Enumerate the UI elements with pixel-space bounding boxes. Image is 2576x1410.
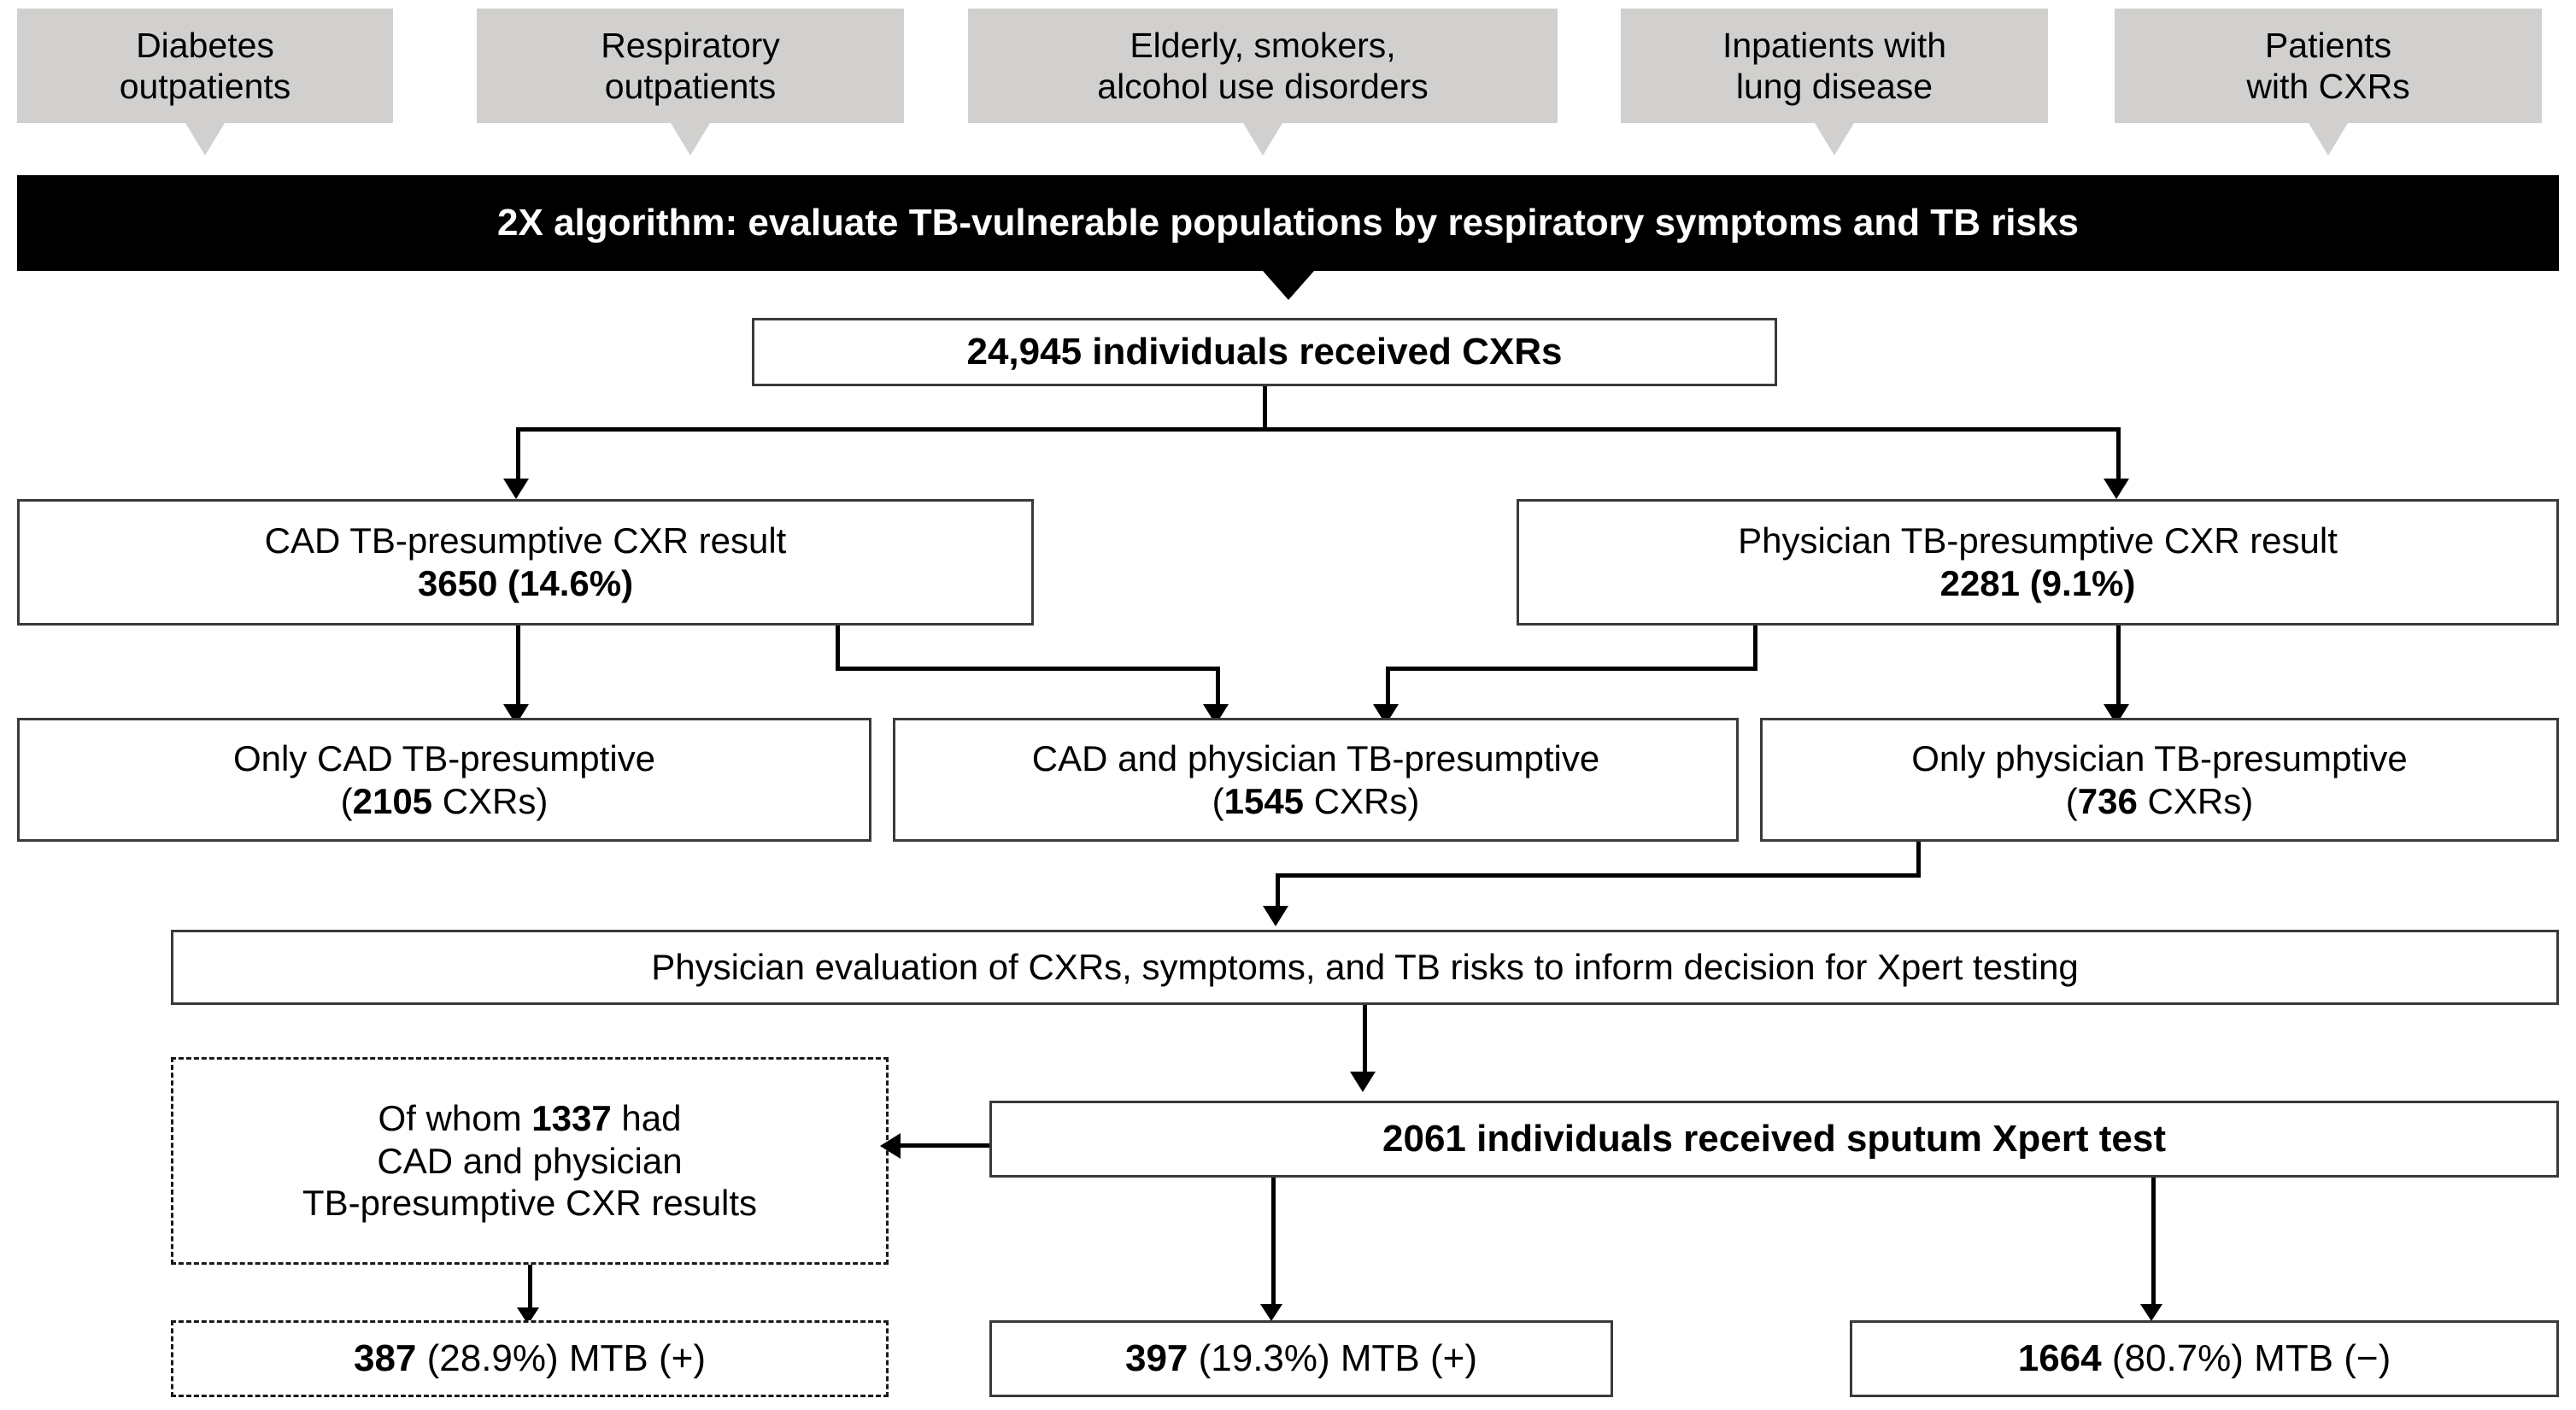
physician-to-only-physician-line [2116, 626, 2121, 708]
cxr-to-cad-arrow-icon [503, 479, 529, 499]
outcome-box-mtb-pos-subset: 387 (28.9%) MTB (+) [171, 1320, 889, 1397]
outcome-rest: (80.7%) MTB (−) [2101, 1337, 2391, 1380]
source-tab-inpatients [1815, 123, 1854, 156]
cad-and-physician-count-line: (1545 CXRs) [1212, 780, 1420, 823]
source-box-diabetes: Diabetes outpatients [17, 9, 393, 123]
physician-result-value: 2281 (9.1%) [1939, 563, 2136, 603]
source-box-line1: Respiratory [601, 25, 780, 65]
xpert-total-text: 2061 individuals received sputum Xpert t… [1382, 1118, 2166, 1160]
subset-dashed-box: Of whom 1337 had CAD and physician TB-pr… [171, 1057, 889, 1265]
overlap-to-evaluation-stem [1916, 842, 1921, 876]
cxr-split-stem [1263, 386, 1267, 429]
cad-and-physician-count: 1545 [1223, 780, 1305, 821]
cxr-split-bar [516, 427, 2121, 432]
outcome-line: 397 (19.3%) MTB (+) [1125, 1337, 1477, 1381]
source-box-line2: with CXRs [2246, 67, 2410, 106]
cad-to-both-bar [836, 667, 1220, 671]
evaluation-to-xpert-line [1363, 1005, 1367, 1075]
banner-to-cxr-arrow-icon [1263, 271, 1314, 300]
source-box-line2: outpatients [604, 67, 777, 106]
xpert-to-mtb-neg-arrow-icon [2140, 1304, 2162, 1321]
cxr-total-box: 24,945 individuals received CXRs [752, 318, 1777, 386]
subset-line2: CAD and physician [377, 1140, 683, 1181]
cad-and-physician-suffix: CXRs) [1304, 780, 1420, 821]
source-box-line1: Diabetes [136, 25, 274, 65]
physician-to-both-stem [1753, 626, 1757, 670]
cad-result-value: 3650 (14.6%) [417, 563, 634, 603]
cxr-total-text: 24,945 individuals received CXRs [966, 331, 1563, 373]
source-box-line1: Inpatients with [1722, 25, 1947, 65]
outcome-count: 1664 [2017, 1337, 2102, 1380]
outcome-rest: (28.9%) MTB (+) [416, 1337, 707, 1380]
xpert-to-mtb-pos-arrow-icon [1260, 1304, 1282, 1321]
source-box-line1: Elderly, smokers, [1130, 25, 1396, 65]
only-cad-suffix: CXRs) [432, 780, 549, 821]
cad-to-both-drop [1216, 667, 1220, 708]
source-box-line2: lung disease [1735, 67, 1933, 106]
paren-open: ( [2065, 780, 2078, 821]
only-cad-label: Only CAD TB-presumptive [232, 737, 656, 778]
physician-to-both-bar [1386, 667, 1757, 671]
outcome-line: 1664 (80.7%) MTB (−) [2018, 1337, 2391, 1381]
paren-open: ( [340, 780, 353, 821]
physician-evaluation-box: Physician evaluation of CXRs, symptoms, … [171, 930, 2559, 1005]
only-physician-count: 736 [2077, 780, 2138, 821]
overlap-to-evaluation-bar [1276, 873, 1921, 878]
source-tab-patients-cxr [2309, 123, 2348, 156]
cad-and-physician-box: CAD and physician TB-presumptive (1545 C… [893, 718, 1739, 842]
xpert-to-mtb-neg-line [2151, 1178, 2156, 1307]
outcome-count: 387 [353, 1337, 417, 1380]
outcome-count: 397 [1124, 1337, 1188, 1380]
source-tab-elderly-smokers [1243, 123, 1282, 156]
source-box-elderly-smokers: Elderly, smokers, alcohol use disorders [968, 9, 1558, 123]
physician-result-box: Physician TB-presumptive CXR result 2281… [1517, 499, 2559, 626]
xpert-to-subset-arrow-icon [880, 1133, 901, 1159]
algorithm-banner: 2X algorithm: evaluate TB-vulnerable pop… [17, 175, 2559, 271]
only-physician-label: Only physician TB-presumptive [1911, 737, 2408, 778]
physician-evaluation-text: Physician evaluation of CXRs, symptoms, … [651, 947, 2079, 988]
subset-line1-pre: Of whom [378, 1098, 532, 1139]
subset-line1-post: had [611, 1098, 682, 1139]
cxr-to-physician-arrow-icon [2104, 479, 2129, 499]
physician-result-label: Physician TB-presumptive CXR result [1738, 520, 2338, 561]
only-cad-box: Only CAD TB-presumptive (2105 CXRs) [17, 718, 871, 842]
source-box-respiratory: Respiratory outpatients [477, 9, 904, 123]
source-box-inpatients: Inpatients with lung disease [1621, 9, 2048, 123]
source-box-line2: outpatients [119, 67, 291, 106]
cad-to-both-stem [836, 626, 840, 670]
source-tab-respiratory [671, 123, 710, 156]
cad-result-box: CAD TB-presumptive CXR result 3650 (14.6… [17, 499, 1034, 626]
cad-result-label: CAD TB-presumptive CXR result [264, 520, 787, 561]
subset-line1: Of whom 1337 had [378, 1097, 682, 1140]
xpert-total-box: 2061 individuals received sputum Xpert t… [989, 1101, 2559, 1178]
subset-to-mtb-pos-line [528, 1265, 532, 1311]
outcome-box-mtb-pos: 397 (19.3%) MTB (+) [989, 1320, 1613, 1397]
source-box-patients-cxr: Patients with CXRs [2115, 9, 2542, 123]
source-box-line1: Patients [2264, 25, 2392, 65]
only-physician-count-line: (736 CXRs) [2066, 780, 2253, 823]
evaluation-to-xpert-arrow-icon [1350, 1072, 1376, 1092]
subset-count: 1337 [531, 1098, 612, 1139]
cad-to-only-cad-line [516, 626, 520, 708]
subset-line3: TB-presumptive CXR results [302, 1183, 758, 1224]
cxr-to-physician-line [2116, 427, 2121, 482]
cxr-to-cad-line [516, 427, 520, 482]
only-physician-box: Only physician TB-presumptive (736 CXRs) [1760, 718, 2559, 842]
only-cad-count-line: (2105 CXRs) [341, 780, 549, 823]
source-box-line2: alcohol use disorders [1097, 67, 1429, 106]
paren-open: ( [1212, 780, 1224, 821]
xpert-to-subset-line [897, 1143, 991, 1148]
source-tab-diabetes [185, 123, 225, 156]
cad-and-physician-label: CAD and physician TB-presumptive [1031, 737, 1600, 778]
xpert-to-mtb-pos-line [1271, 1178, 1276, 1307]
overlap-to-evaluation-arrow-icon [1263, 906, 1288, 926]
physician-to-both-drop [1386, 667, 1390, 708]
overlap-to-evaluation-drop [1276, 873, 1280, 909]
outcome-box-mtb-neg: 1664 (80.7%) MTB (−) [1850, 1320, 2559, 1397]
outcome-rest: (19.3%) MTB (+) [1188, 1337, 1478, 1380]
only-physician-suffix: CXRs) [2137, 780, 2254, 821]
only-cad-count: 2105 [352, 780, 433, 821]
algorithm-banner-text: 2X algorithm: evaluate TB-vulnerable pop… [497, 202, 2079, 244]
outcome-line: 387 (28.9%) MTB (+) [354, 1337, 706, 1381]
